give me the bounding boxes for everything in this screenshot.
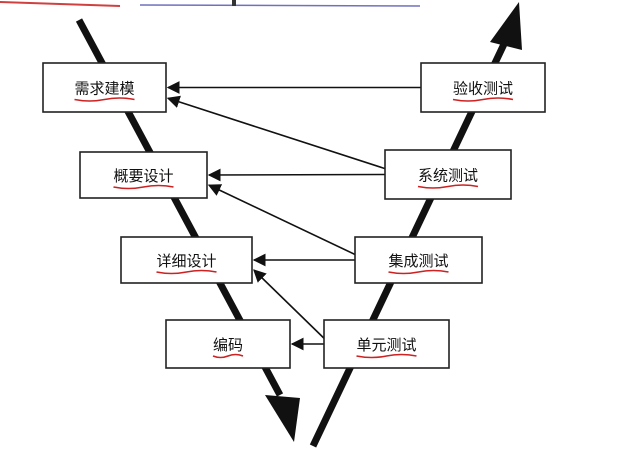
phase-box-integ: 集成测试: [354, 236, 483, 284]
phase-label: 编码: [213, 336, 243, 354]
phase-box-frame: [420, 62, 546, 113]
trace-arrows: [166, 81, 421, 351]
trace-arrow-system-to-outline: [207, 168, 386, 182]
phase-box-frame: [354, 236, 483, 284]
phase-box-outline: 概要设计: [79, 151, 208, 199]
phase-box-frame: [42, 62, 167, 113]
phase-label: 需求建模: [74, 80, 134, 98]
phase-label: 系统测试: [418, 167, 478, 185]
phase-label: 单元测试: [356, 336, 416, 354]
phase-box-frame: [323, 319, 450, 369]
v-right-arrowhead: [490, 2, 522, 50]
phase-box-frame: [384, 149, 512, 200]
phase-label: 概要设计: [113, 167, 173, 185]
phase-box-req: 需求建模: [42, 62, 167, 113]
trace-arrow-system-to-req: [166, 95, 386, 170]
phase-label: 集成测试: [388, 252, 448, 270]
annotation-underline: [417, 184, 479, 189]
annotation-underline: [356, 353, 417, 359]
annotation-underline: [74, 97, 135, 102]
phase-box-accept: 验收测试: [420, 62, 546, 113]
top-edge-marks: [0, 0, 421, 7]
phase-box-frame: [120, 236, 253, 284]
trace-arrow-integ-to-outline: [207, 184, 356, 256]
annotation-underline: [212, 353, 244, 359]
annotation-underline: [388, 269, 449, 275]
phase-label: 验收测试: [453, 80, 513, 98]
annotation-underline: [452, 97, 514, 102]
phase-box-code: 编码: [165, 319, 291, 369]
annotation-underline: [113, 184, 174, 190]
phase-box-detail: 详细设计: [120, 236, 253, 284]
phase-box-frame: [79, 151, 208, 199]
annotation-underline: [156, 269, 217, 275]
phase-label: 详细设计: [156, 252, 216, 270]
trace-arrow-unit-to-detail: [253, 269, 325, 339]
phase-box-unit: 单元测试: [323, 319, 450, 369]
phase-box-frame: [165, 319, 291, 369]
phase-box-system: 系统测试: [384, 149, 512, 200]
v-left-arrowhead: [265, 395, 300, 442]
